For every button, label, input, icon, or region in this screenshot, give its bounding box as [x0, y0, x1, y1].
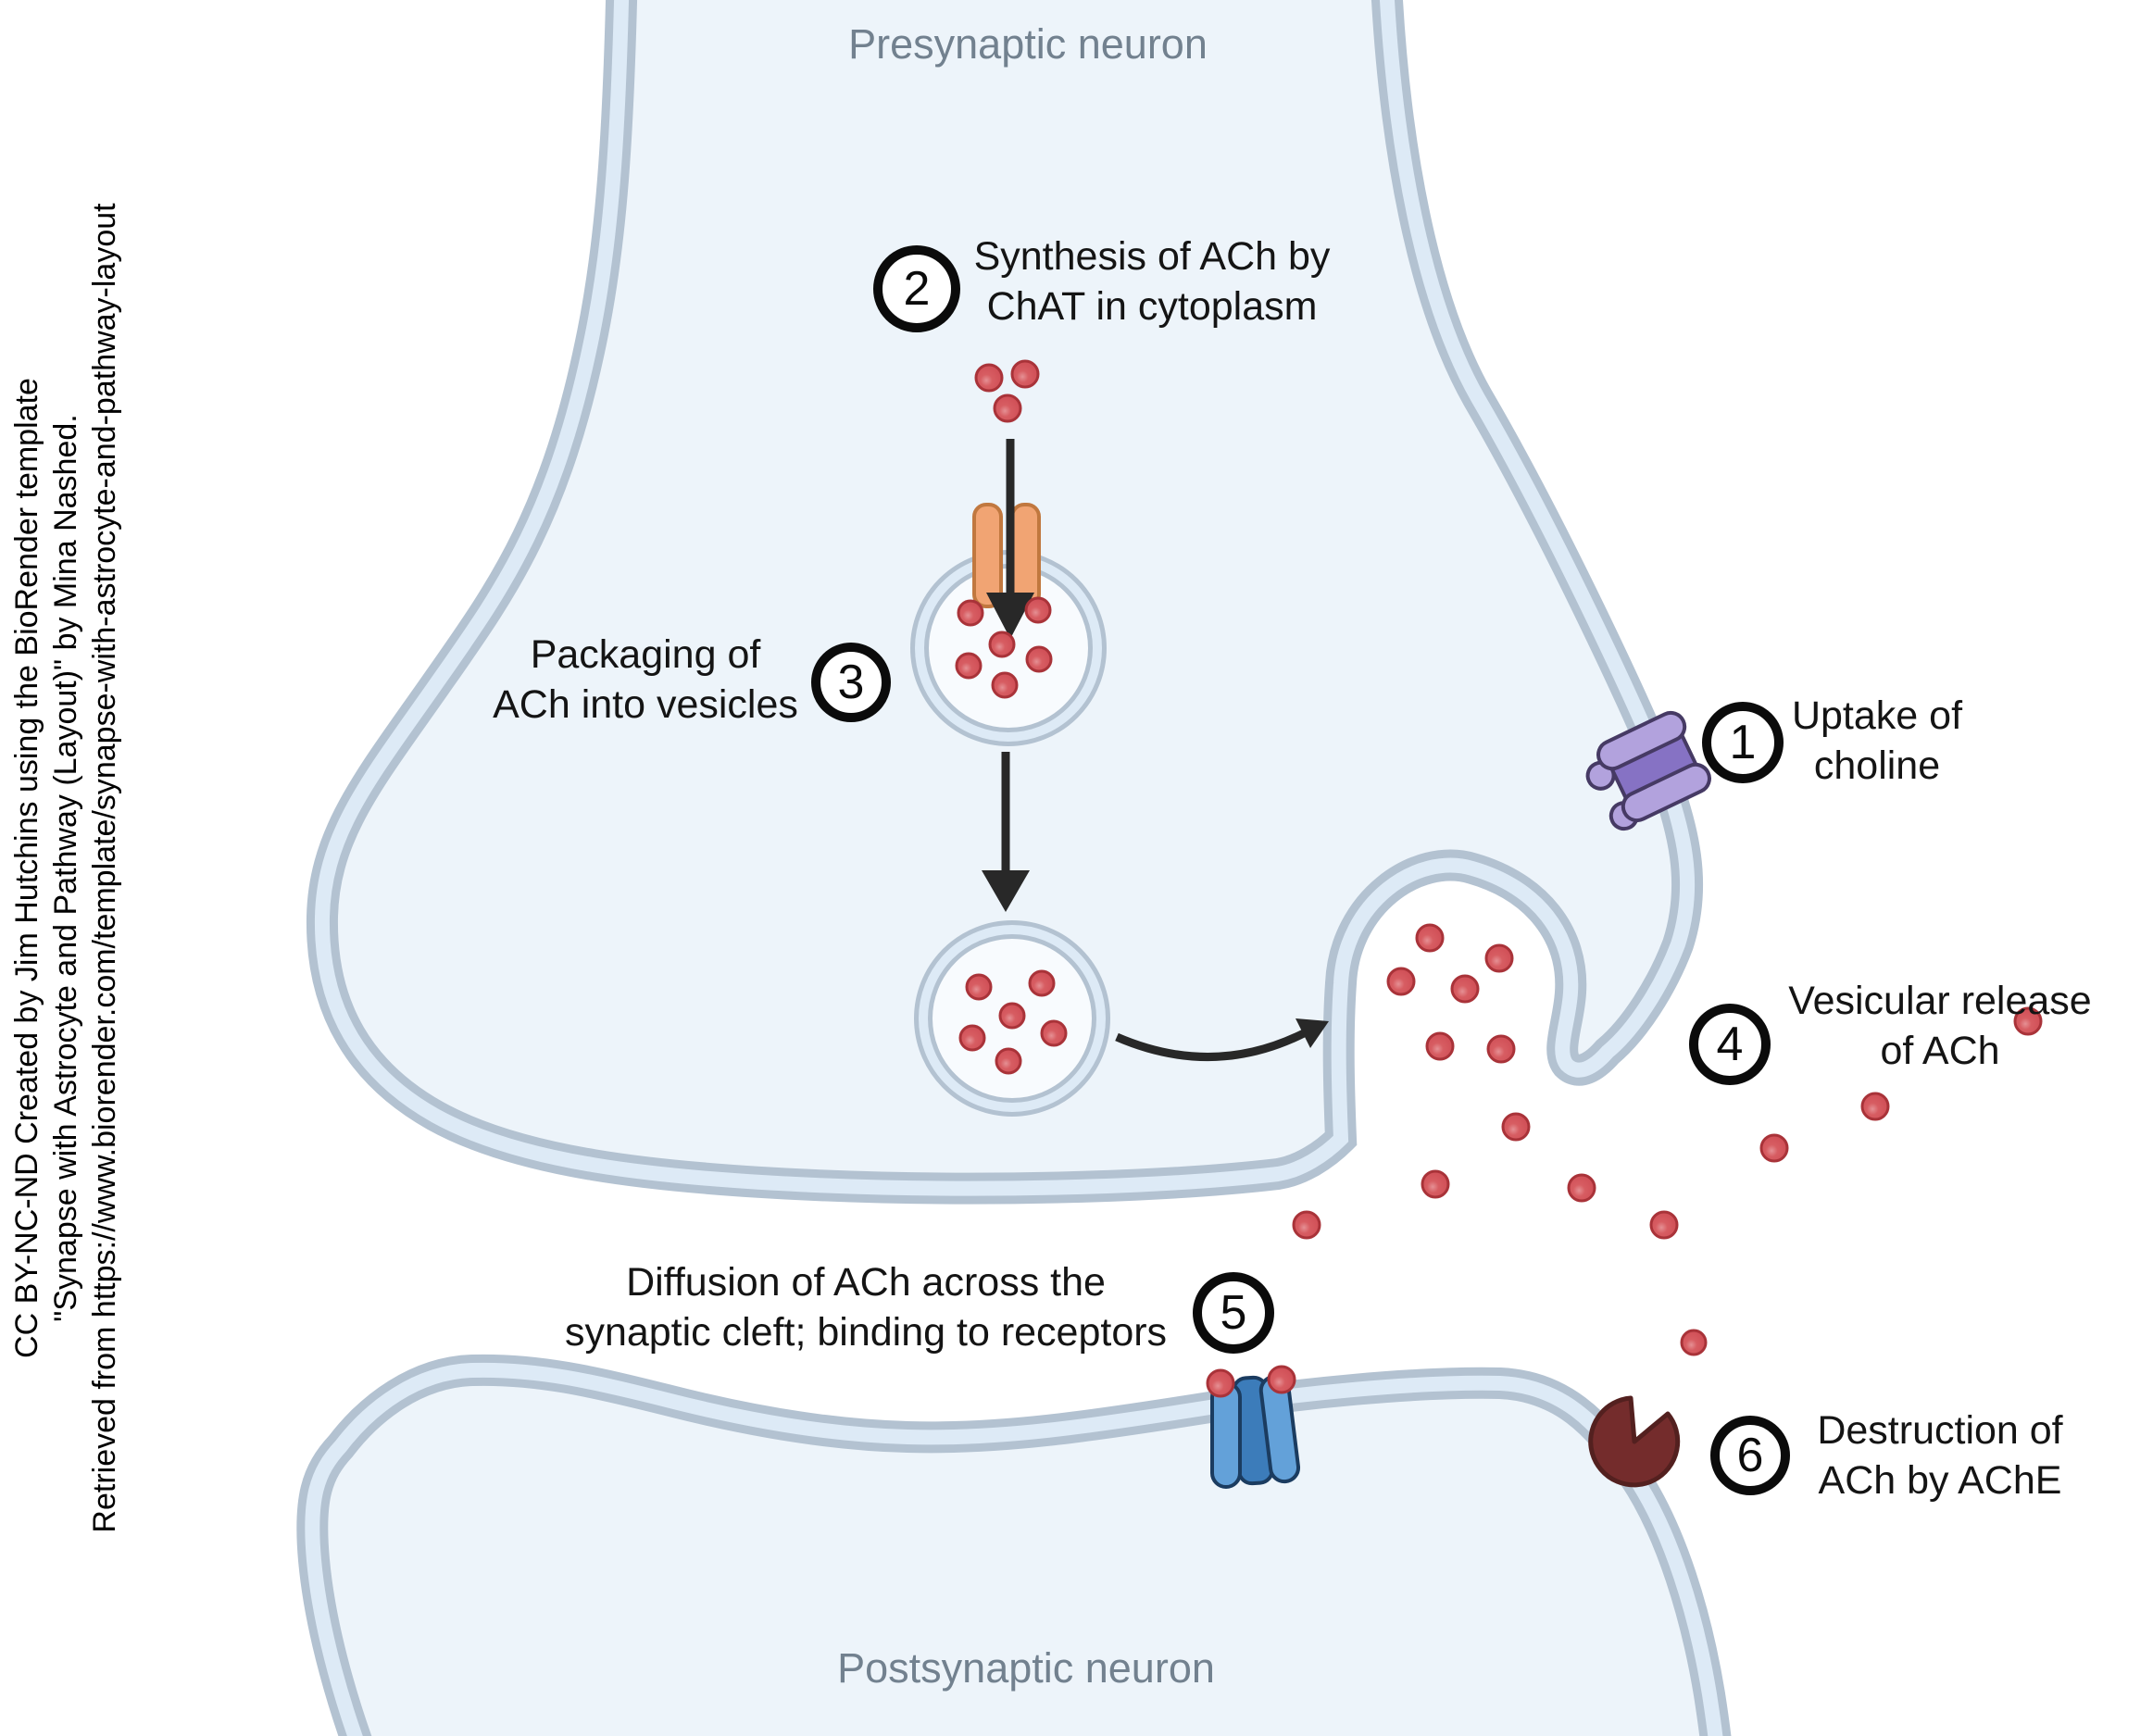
arrow-docking [1115, 1018, 1329, 1062]
step-3-label: Packaging of ACh into vesicles [493, 632, 798, 727]
ach-molecule-dots [955, 359, 2043, 1398]
step-6-label: Destruction of ACh by AChE [1817, 1408, 2063, 1503]
step-2-label: Synthesis of ACh by ChAT in cytoplasm [973, 234, 1331, 329]
step-2-badge: 2 [873, 245, 960, 332]
step-5-label: Diffusion of ACh across the synaptic cle… [564, 1260, 1168, 1355]
step-3-badge: 3 [811, 643, 891, 722]
choline-transporter-icon [1585, 710, 1711, 831]
step-5-badge: 5 [1193, 1272, 1274, 1354]
step-1-label: Uptake of choline [1791, 693, 1963, 788]
postsynaptic-neuron-label: Postsynaptic neuron [837, 1644, 1215, 1692]
step-4-label: Vesicular release of ACh [1788, 979, 2092, 1073]
attribution-text: CC BY-NC-ND Created by Jim Hutchins usin… [9, 203, 122, 1533]
arrow-synthesis [986, 439, 1034, 639]
step-1-badge: 1 [1702, 702, 1784, 783]
step-6-badge: 6 [1710, 1416, 1790, 1495]
step-4-badge: 4 [1689, 1004, 1771, 1085]
postsynaptic-neuron-shape [296, 1354, 1732, 1736]
ach-receptor-icon [1210, 1374, 1301, 1489]
arrow-transport [982, 752, 1030, 912]
presynaptic-neuron-label: Presynaptic neuron [848, 20, 1208, 68]
ache-enzyme-icon [1588, 1395, 1681, 1488]
